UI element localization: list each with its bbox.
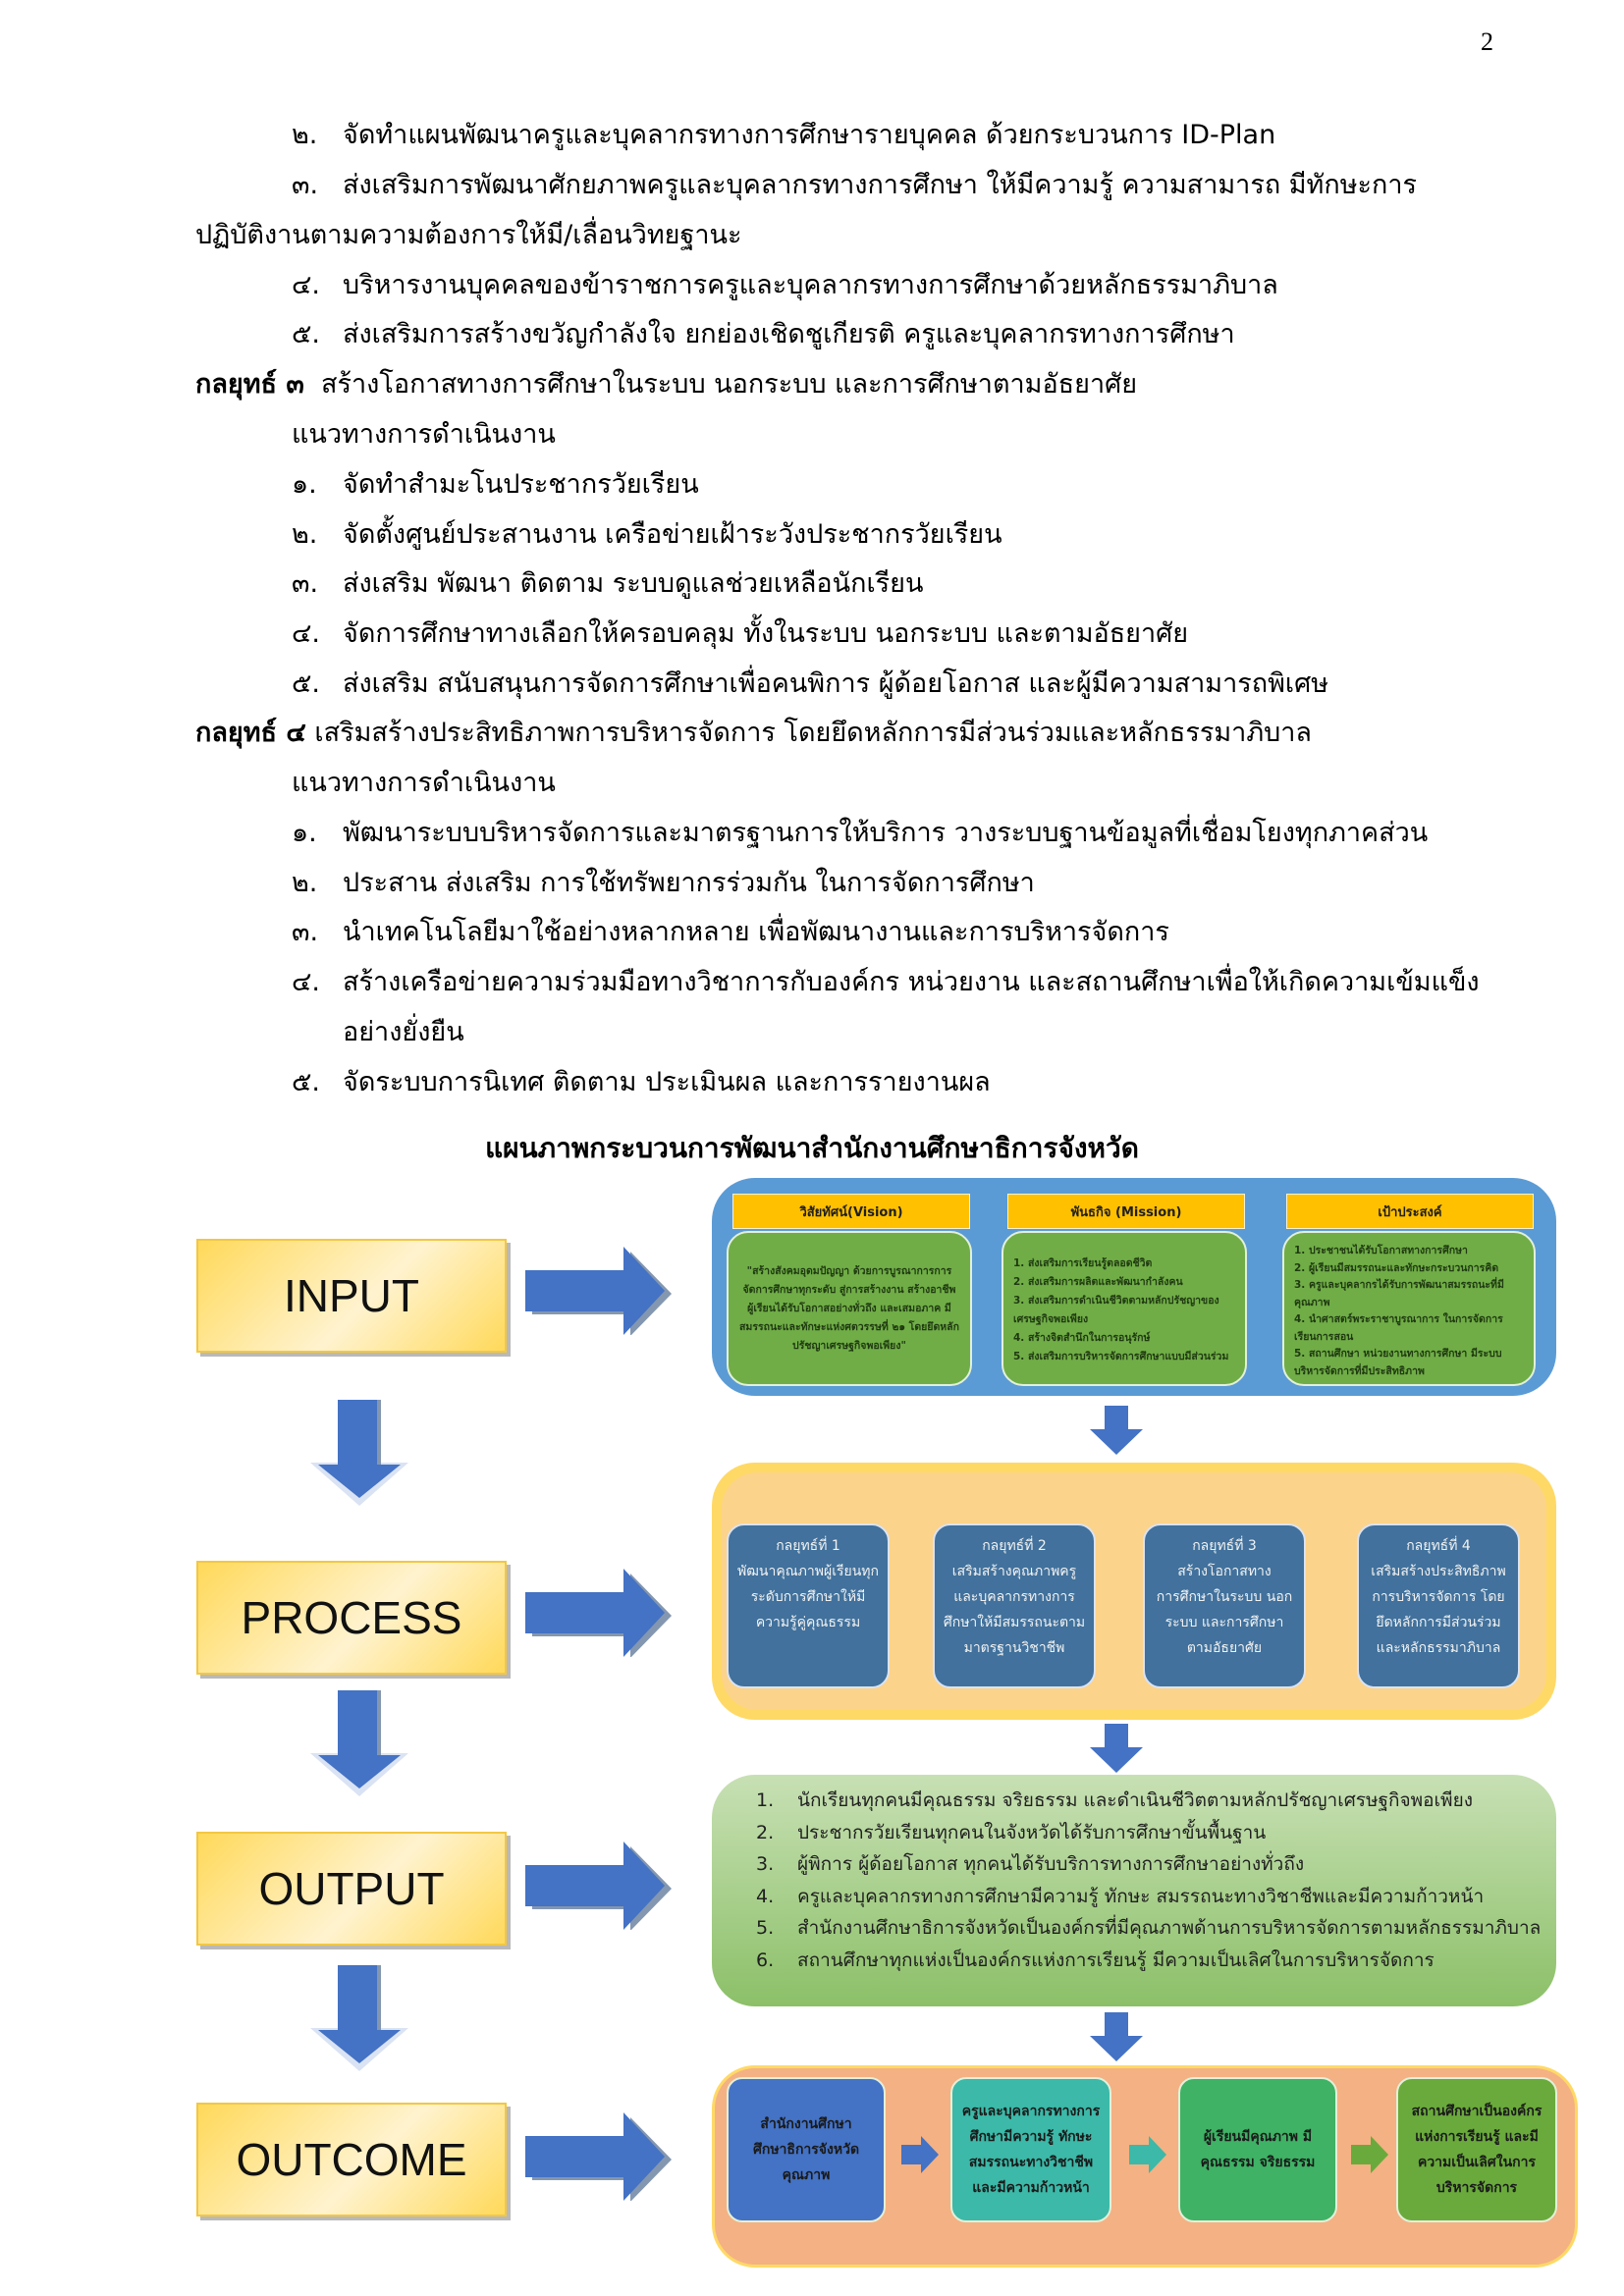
list-item: ๓.นำเทคโนโลยีมาใช้อย่างหลากหลาย เพื่อพัฒ… (292, 917, 1169, 947)
stage-output: OUTPUT (196, 1832, 507, 1946)
goals-header: เป้าประสงค์ (1286, 1194, 1534, 1229)
strategy-line: การศึกษาในระบบ นอก (1156, 1589, 1293, 1605)
strategy-box-3: กลยุทธ์ที่ 3 สร้างโอกาสทาง การศึกษาในระบ… (1143, 1523, 1306, 1688)
strategy3-guideline-heading: แนวทางการดำเนินงาน (292, 419, 556, 450)
right-arrow-icon (1351, 2136, 1388, 2173)
output-item: 4.ครูและบุคลากรทางการศึกษามีความรู้ ทักษ… (756, 1885, 1485, 1907)
mission-item: 2. ส่งเสริมการผลิตและพัฒนากำลังคน (1013, 1276, 1183, 1288)
down-arrow-icon (1090, 1724, 1143, 1773)
stage-input: INPUT (196, 1239, 507, 1353)
down-arrow-icon (310, 1965, 408, 2071)
strategy-line: และบุคลากรทางการ (953, 1589, 1075, 1605)
output-item: 5.สำนักงานศึกษาธิการจังหวัดเป็นองค์กรที่… (756, 1917, 1542, 1939)
vision-text: "สร้างสังคมอุดมปัญญา ด้วยการบูรณาการการจ… (739, 1264, 959, 1352)
outcome-box-2: ครูและบุคลากรทางการศึกษามีความรู้ ทักษะ … (950, 2077, 1111, 2222)
down-arrow-icon (310, 1690, 408, 1796)
strategy3-heading: กลยุทธ์ ๓ สร้างโอกาสทางการศึกษาในระบบ นอ… (195, 369, 1138, 400)
strategy-line: เสริมสร้างประสิทธิภาพ (1371, 1564, 1506, 1579)
strategy-box-2: กลยุทธ์ที่ 2 เสริมสร้างคุณภาพครู และบุคล… (933, 1523, 1096, 1688)
goals-box: 1. ประชาชนได้รับโอกาสทางการศึกษา 2. ผู้เ… (1282, 1231, 1536, 1386)
strategy-line: ความรู้คู่คุณธรรม (755, 1615, 861, 1630)
strategy-line: การบริหารจัดการ โดย (1372, 1589, 1505, 1605)
strategy-line: ยึดหลักการมีส่วนร่วม (1376, 1615, 1501, 1630)
outcome-box-3: ผู้เรียนมีคุณภาพ มีคุณธรรม จริยธรรม (1178, 2077, 1337, 2222)
page-number: 2 (1481, 27, 1493, 56)
strategy-line: ระดับการศึกษาให้มี (750, 1589, 866, 1605)
list-item: ๔.บริหารงานบุคคลของข้าราชการครูและบุคลาก… (292, 270, 1278, 300)
strategy-line: สร้างโอกาสทาง (1177, 1564, 1272, 1579)
list-item: ๒.ประสาน ส่งเสริม การใช้ทรัพยากรร่วมกัน … (292, 868, 1035, 898)
strategy-box-4: กลยุทธ์ที่ 4 เสริมสร้างประสิทธิภาพ การบร… (1357, 1523, 1520, 1688)
strategy-line: ตามอัธยาศัย (1186, 1640, 1263, 1656)
output-item: 1.นักเรียนทุกคนมีคุณธรรม จริยธรรม และดำเ… (756, 1789, 1473, 1811)
strategy-line: มาตรฐานวิชาชีพ (963, 1640, 1065, 1656)
right-arrow-icon (525, 1247, 672, 1335)
list-item: ๕.ส่งเสริมการสร้างขวัญกำลังใจ ยกย่องเชิด… (292, 319, 1235, 349)
list-item-continuation: อย่างยั่งยืน (343, 1017, 464, 1047)
mission-box: 1. ส่งเสริมการเรียนรู้ตลอดชีวิต 2. ส่งเส… (1001, 1231, 1247, 1386)
list-item: ๑.พัฒนาระบบบริหารจัดการและมาตรฐานการให้บ… (292, 818, 1429, 848)
outcome-box-4: สถานศึกษาเป็นองค์กรแห่งการเรียนรู้ และมี… (1396, 2077, 1557, 2222)
strategy-line: ศึกษาให้มีสมรรถนะตาม (943, 1615, 1086, 1630)
list-item: ๑.จัดทำสำมะโนประชากรวัยเรียน (292, 469, 699, 500)
stage-process: PROCESS (196, 1561, 507, 1675)
vision-box: "สร้างสังคมอุดมปัญญา ด้วยการบูรณาการการจ… (727, 1231, 972, 1386)
mission-item: 5. ส่งเสริมการบริหารจัดการศึกษาแบบมีส่วน… (1013, 1351, 1229, 1362)
strategy4-heading: กลยุทธ์ ๔ เสริมสร้างประสิทธิภาพการบริหาร… (195, 718, 1312, 748)
strategy-line: พัฒนาคุณภาพผู้เรียนทุก (737, 1564, 879, 1579)
list-item: ๓.ส่งเสริมการพัฒนาศักยภาพครูและบุคลากรทา… (292, 170, 1418, 200)
mission-item: 4. สร้างจิตสำนึกในการอนุรักษ์ (1013, 1332, 1151, 1344)
right-arrow-icon (525, 1842, 672, 1930)
diagram-title: แผนภาพกระบวนการพัฒนาสำนักงานศึกษาธิการจั… (485, 1132, 1139, 1164)
stage-outcome: OUTCOME (196, 2103, 507, 2216)
outcome-box-1: สำนักงานศึกษา ศึกษาธิการจังหวัด คุณภาพ (727, 2077, 886, 2222)
strategy-title: กลยุทธ์ที่ 4 (1406, 1538, 1471, 1554)
mission-item: 1. ส่งเสริมการเรียนรู้ตลอดชีวิต (1013, 1257, 1153, 1269)
down-arrow-icon (1090, 1406, 1143, 1455)
right-arrow-icon (525, 1569, 672, 1657)
strategy-box-1: กลยุทธ์ที่ 1 พัฒนาคุณภาพผู้เรียนทุก ระดั… (727, 1523, 890, 1688)
goal-item: 2. ผู้เรียนมีสมรรถนะและทักษะกระบวนการคิด (1294, 1261, 1499, 1274)
goal-item: 5. สถานศึกษา หน่วยงานทางการศึกษา มีระบบบ… (1294, 1348, 1502, 1377)
list-item: ๕.ส่งเสริม สนับสนุนการจัดการศึกษาเพื่อคน… (292, 668, 1329, 699)
list-item: ๓.ส่งเสริม พัฒนา ติดตาม ระบบดูแลช่วยเหลื… (292, 568, 924, 599)
list-item: ๒.จัดทำแผนพัฒนาครูและบุคลากรทางการศึกษาร… (292, 120, 1276, 150)
strategy-title: กลยุทธ์ที่ 2 (982, 1538, 1047, 1554)
output-item: 2.ประชากรวัยเรียนทุกคนในจังหวัดได้รับการ… (756, 1821, 1267, 1843)
right-arrow-icon (1129, 2136, 1166, 2173)
list-item: ๕.จัดระบบการนิเทศ ติดตาม ประเมินผล และกา… (292, 1067, 991, 1097)
right-arrow-icon (525, 2112, 672, 2201)
output-list: 1.นักเรียนทุกคนมีคุณธรรม จริยธรรม และดำเ… (756, 1785, 1541, 1976)
list-item: ๒.จัดตั้งศูนย์ประสานงาน เครือข่ายเฝ้าระว… (292, 519, 1002, 550)
down-arrow-icon (310, 1400, 408, 1506)
right-arrow-icon (901, 2136, 939, 2173)
mission-header: พันธกิจ (Mission) (1007, 1194, 1245, 1229)
list-item: ๔.สร้างเครือข่ายความร่วมมือทางวิชาการกับ… (292, 967, 1480, 997)
strategy-line: เสริมสร้างคุณภาพครู (951, 1564, 1077, 1579)
list-item-continuation: ปฏิบัติงานตามความต้องการให้มี/เลื่อนวิทย… (195, 220, 742, 250)
goal-item: 3. ครูและบุคลากรได้รับการพัฒนาสมรรถนะที่… (1294, 1279, 1504, 1308)
output-item: 6.สถานศึกษาทุกแห่งเป็นองค์กรแห่งการเรียน… (756, 1949, 1435, 1971)
mission-item: 3. ส่งเสริมการดำเนินชีวิตตามหลักปรัชญาขอ… (1013, 1295, 1219, 1325)
output-item: 3.ผู้พิการ ผู้ด้อยโอกาส ทุกคนได้รับบริกา… (756, 1853, 1305, 1875)
strategy4-guideline-heading: แนวทางการดำเนินงาน (292, 768, 556, 798)
strategy-title: กลยุทธ์ที่ 1 (776, 1538, 840, 1554)
strategy-title: กลยุทธ์ที่ 3 (1192, 1538, 1257, 1554)
list-item: ๔.จัดการศึกษาทางเลือกให้ครอบคลุม ทั้งในร… (292, 618, 1189, 649)
strategy-line: และหลักธรรมาภิบาล (1376, 1640, 1501, 1656)
output-panel (712, 1775, 1556, 2006)
strategy-line: ระบบ และการศึกษา (1164, 1615, 1284, 1630)
goal-item: 1. ประชาชนได้รับโอกาสทางการศึกษา (1294, 1245, 1468, 1256)
down-arrow-icon (1090, 2012, 1143, 2061)
goal-item: 4. นำศาสตร์พระราชาบูรณาการ ในการจัดการเร… (1294, 1313, 1503, 1343)
vision-header: วิสัยทัศน์(Vision) (732, 1194, 970, 1229)
